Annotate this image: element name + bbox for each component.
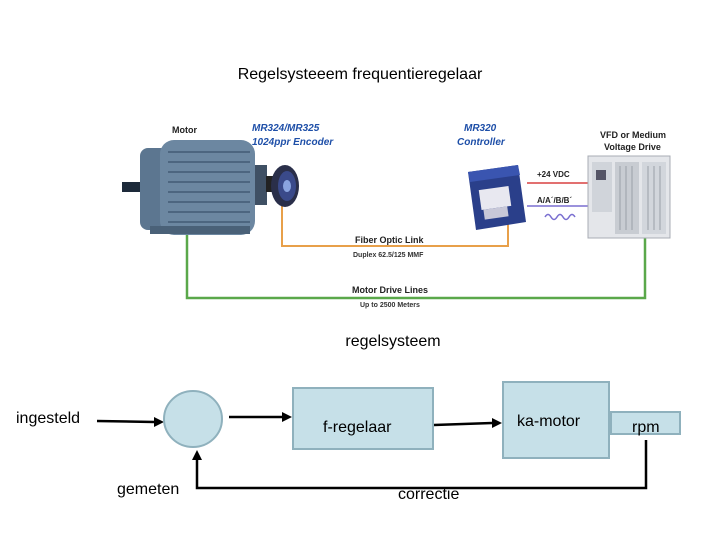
motor-label: Motor	[172, 125, 197, 135]
feedback-arrowhead	[192, 450, 202, 460]
controller-to-plant-line	[433, 421, 493, 427]
controller-label: f-regelaar	[323, 419, 392, 436]
output-block: rpm	[610, 411, 681, 436]
drive-sub-label: Up to 2500 Meters	[360, 302, 420, 309]
input-arrow-line	[96, 419, 155, 424]
page-title: Regelsysteeem frequentieregelaar	[237, 66, 483, 83]
signals-label: A/A´/B/B´	[537, 196, 572, 205]
motor-drive-line	[185, 215, 647, 300]
controller-image	[468, 165, 526, 230]
controller-label-line1: MR320	[464, 123, 497, 134]
correction-label: correctie	[398, 486, 460, 503]
plant-label: ka-motor	[517, 413, 581, 430]
input-label: ingesteld	[16, 410, 81, 427]
drive-label: Motor Drive Lines	[352, 285, 428, 295]
signal-wave	[544, 213, 576, 221]
sum-arrowhead	[282, 412, 292, 422]
controller-block: f-regelaar	[292, 387, 434, 450]
fiber-label: Fiber Optic Link	[355, 235, 425, 245]
plant-arrowhead	[492, 418, 502, 428]
output-label: rpm	[632, 419, 660, 436]
vfd-label-line1: VFD or Medium	[600, 130, 666, 140]
input-arrowhead	[154, 417, 164, 427]
fiber-optic-line	[281, 205, 509, 247]
vfd-label-line2: Voltage Drive	[604, 142, 661, 152]
controller-label-line2: Controller	[457, 137, 506, 148]
vdc-label: +24 VDC	[537, 170, 570, 179]
encoder-image	[266, 165, 299, 207]
summing-junction	[163, 390, 223, 448]
vfd-image	[587, 155, 671, 239]
plant-block: ka-motor	[502, 381, 610, 459]
fiber-sub-label: Duplex 62.5/125 MMF	[353, 252, 424, 259]
diagram-caption: regelsysteem	[345, 333, 441, 350]
feedback-label: gemeten	[117, 481, 180, 498]
encoder-label-line1: MR324/MR325	[252, 123, 320, 134]
encoder-label-line2: 1024ppr Encoder	[252, 137, 334, 148]
feedback-line	[195, 440, 648, 490]
motor-image	[122, 140, 267, 235]
